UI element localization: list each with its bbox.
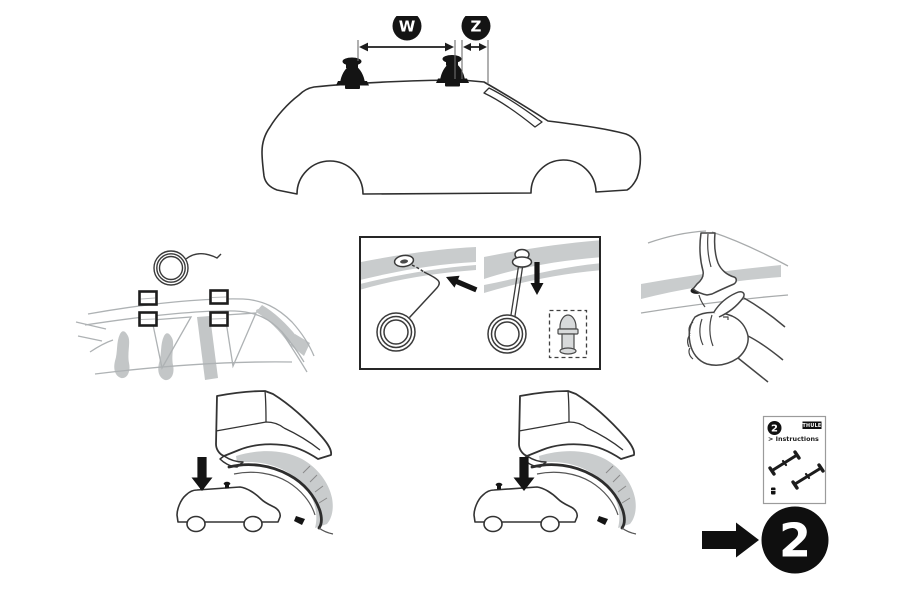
card-step-badge — [767, 421, 782, 435]
car-side-view: W Z — [261, 16, 642, 195]
next-step-arrow-icon — [702, 522, 759, 558]
step-indicator: 2 — [702, 506, 829, 574]
w-badge — [392, 16, 422, 41]
z-label: Z — [471, 18, 482, 36]
hand-bracket-detail — [640, 230, 789, 383]
roof-rail-right — [484, 240, 599, 293]
thule-logo-text: THULE — [802, 423, 821, 429]
manual-card: 2 THULE > Instructions — [762, 415, 827, 505]
wire-tool-icon — [153, 250, 222, 286]
wire-threading-panel — [359, 236, 601, 370]
dimension-extension-lines — [357, 40, 489, 84]
z-dimension-arrow — [463, 43, 487, 51]
front-mount-foot-icon — [336, 57, 369, 89]
card-step-number: 2 — [771, 424, 778, 435]
door-frame-lines — [640, 230, 789, 314]
car-interior-sketch — [75, 298, 315, 381]
mini-car-icon — [176, 481, 281, 533]
w-label: W — [399, 18, 416, 36]
car-outline — [261, 79, 642, 195]
load-bars-icon — [768, 450, 825, 490]
rear-mount-foot-icon — [436, 55, 469, 87]
step-number: 2 — [779, 514, 811, 568]
rail-hole-left — [393, 254, 415, 268]
interior-mounting-points — [75, 250, 315, 381]
plug-part-icon — [557, 314, 579, 355]
wire-hanging — [510, 265, 524, 317]
plug-in-hole — [511, 248, 533, 268]
wire-coil-right — [487, 314, 527, 354]
step-circle — [761, 506, 829, 574]
w-dimension-arrow — [359, 42, 454, 52]
wire-coil-left — [376, 312, 416, 352]
mounting-point-markers — [138, 289, 229, 327]
bracket-outline — [692, 232, 737, 296]
wire-into-hole — [408, 264, 440, 319]
thule-logo — [802, 421, 822, 429]
mini-car-icon — [473, 481, 578, 533]
front-mount-arrow-icon — [191, 457, 213, 491]
instructions-label: > Instructions — [768, 435, 819, 443]
roof-rail-left — [361, 247, 476, 290]
z-badge — [461, 16, 491, 41]
small-part-icon — [771, 487, 776, 495]
windshield-outline — [483, 87, 543, 128]
front-foot-placement — [176, 389, 335, 536]
rear-foot-placement — [473, 389, 638, 536]
hand-sketch — [687, 291, 786, 383]
